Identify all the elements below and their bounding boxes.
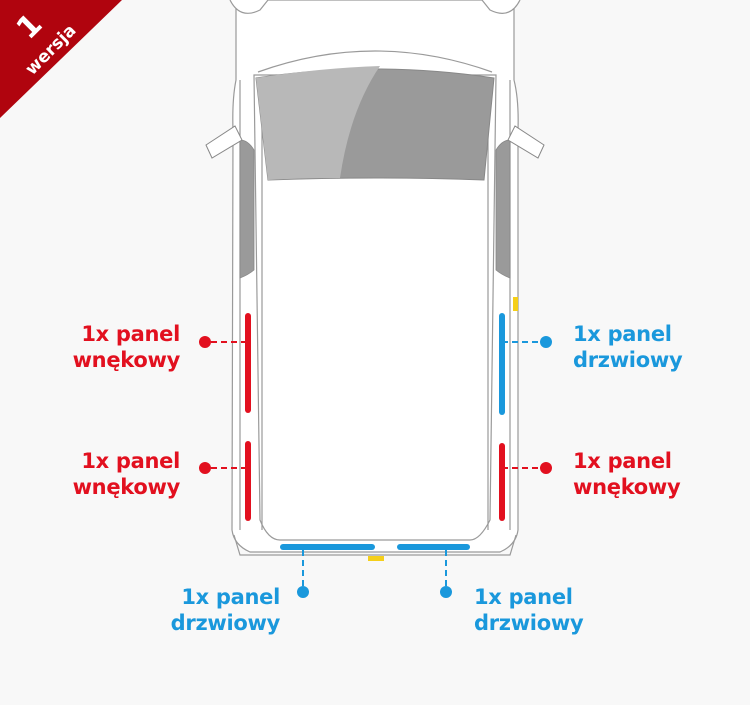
label-right-top: 1x panel drzwiowy: [573, 322, 683, 372]
red-connectors: [199, 336, 552, 474]
blue-connectors: [297, 336, 552, 598]
label-rear-left: 1x panel drzwiowy: [170, 585, 281, 635]
side-mirrors: [205, 125, 545, 159]
rear-latch: [368, 556, 384, 561]
label-right-bottom: 1x panel wnękowy: [573, 449, 681, 499]
label-left-top: 1x panel wnękowy: [72, 322, 181, 372]
hinge: [513, 297, 518, 311]
label-rear-right: 1x panel drzwiowy: [474, 585, 584, 635]
red-panels: [245, 313, 505, 521]
right-side-window: [495, 139, 511, 279]
windshield-reflection: [256, 66, 380, 180]
blue-panels: [280, 313, 505, 550]
label-left-bottom: 1x panel wnękowy: [72, 449, 181, 499]
version-badge: [0, 0, 122, 118]
left-side-window: [239, 139, 255, 279]
